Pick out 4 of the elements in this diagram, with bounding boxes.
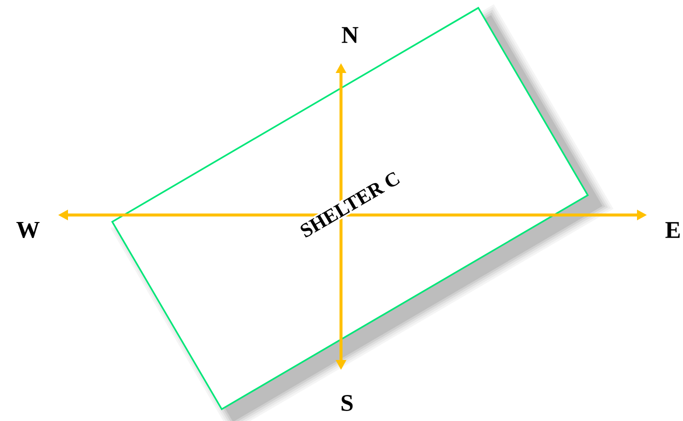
compass-letter: E bbox=[665, 222, 680, 238]
compass-letter: W bbox=[16, 222, 40, 238]
compass-letter: N bbox=[342, 27, 358, 43]
compass-letter: S bbox=[342, 394, 353, 412]
